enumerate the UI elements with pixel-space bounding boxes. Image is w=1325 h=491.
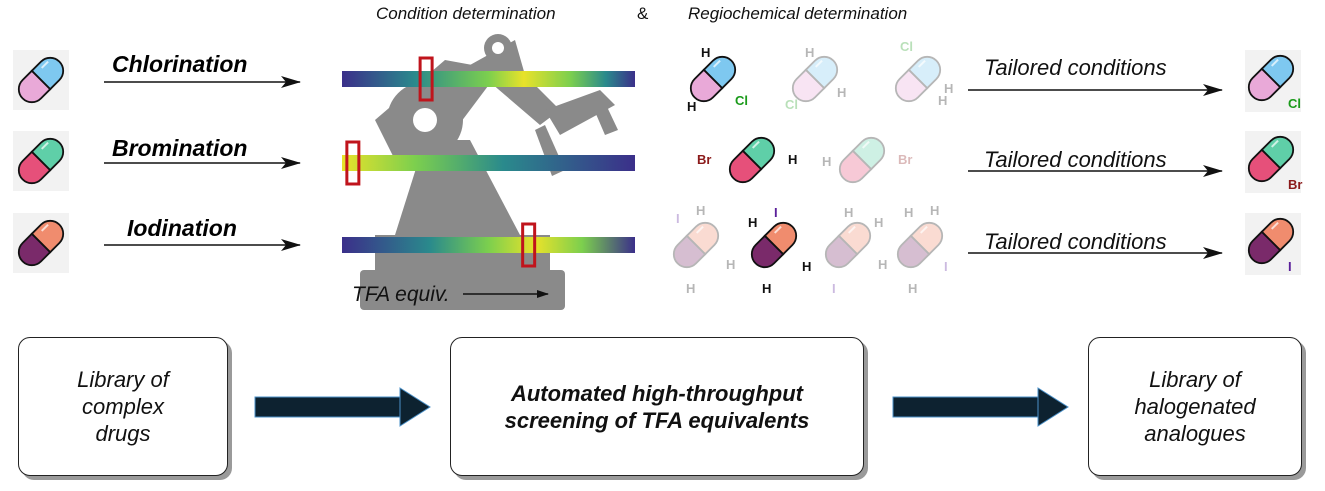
regio-capsule-chloro: [894, 55, 942, 103]
header-ampersand: &: [637, 4, 649, 23]
flow-arrow-2: [892, 387, 1069, 427]
regio-atom-label: H: [930, 203, 939, 218]
tailored-label-1: Tailored conditions: [984, 55, 1167, 80]
tailored-label-2: Tailored conditions: [984, 147, 1167, 172]
regio-capsule-iodo: [896, 221, 944, 269]
product-halogen-label: I: [1288, 259, 1292, 274]
regio-atom-label: H: [874, 215, 883, 230]
optimal-tfa-marker: [521, 222, 537, 268]
box-halogenated-text: Library of halogenated analogues: [1134, 367, 1256, 446]
box-hts-text: Automated high-throughput screening of T…: [504, 380, 810, 433]
box-complex-drugs-text: Library of complex drugs: [77, 367, 169, 446]
box-complex-drugs: Library of complex drugs: [18, 337, 228, 476]
regio-atom-label: Br: [898, 152, 912, 167]
regio-atom-label: Cl: [735, 93, 748, 108]
regio-atom-label: H: [802, 259, 811, 274]
regio-atom-label: I: [774, 205, 778, 220]
regio-atom-label: H: [726, 257, 735, 272]
tfa-gradient-bar-iodination: [342, 237, 635, 253]
regio-atom-label: H: [696, 203, 705, 218]
regio-atom-label: H: [686, 281, 695, 296]
regio-capsule-iodo: [672, 221, 720, 269]
regio-atom-label: H: [837, 85, 846, 100]
drug-capsule-icon: [17, 137, 65, 185]
regio-capsule-iodo: [824, 221, 872, 269]
tailored-label-3: Tailored conditions: [984, 229, 1167, 254]
optimal-tfa-marker: [345, 140, 361, 186]
regio-atom-label: Br: [697, 152, 711, 167]
product-capsule-icon: [1247, 217, 1295, 265]
regio-atom-label: I: [944, 259, 948, 274]
regio-capsule-bromo: [838, 136, 886, 184]
regio-atom-label: H: [938, 93, 947, 108]
box-hts-screening: Automated high-throughput screening of T…: [450, 337, 864, 476]
regio-capsule-chloro: [791, 55, 839, 103]
regio-atom-label: Cl: [785, 97, 798, 112]
product-capsule-icon: [1247, 54, 1295, 102]
regio-atom-label: Cl: [900, 39, 913, 54]
header-condition: Condition determination: [376, 4, 556, 23]
label-chlorination: Chlorination: [112, 51, 248, 77]
regio-atom-label: I: [832, 281, 836, 296]
box-halogenated-analogues: Library of halogenated analogues: [1088, 337, 1302, 476]
regio-atom-label: H: [944, 81, 953, 96]
regio-atom-label: H: [822, 154, 831, 169]
product-halogen-label: Br: [1288, 177, 1302, 192]
regio-atom-label: H: [878, 257, 887, 272]
product-halogen-label: Cl: [1288, 96, 1301, 111]
regio-atom-label: H: [805, 45, 814, 60]
regio-atom-label: H: [762, 281, 771, 296]
tfa-gradient-bar-bromination: [342, 155, 635, 171]
optimal-tfa-marker: [418, 56, 434, 102]
regio-atom-label: H: [687, 99, 696, 114]
regio-atom-label: H: [788, 152, 797, 167]
header-regio: Regiochemical determination: [688, 4, 908, 23]
regio-capsule-chloro: [689, 55, 737, 103]
regio-atom-label: H: [701, 45, 710, 60]
regio-capsule-bromo: [728, 136, 776, 184]
drug-capsule-icon: [17, 56, 65, 104]
regio-atom-label: H: [904, 205, 913, 220]
regio-capsule-iodo: [750, 221, 798, 269]
regio-atom-label: I: [676, 211, 680, 226]
regio-atom-label: H: [748, 215, 757, 230]
label-bromination: Bromination: [112, 135, 248, 161]
drug-capsule-icon: [17, 219, 65, 267]
product-capsule-icon: [1247, 135, 1295, 183]
flow-arrow-1: [254, 387, 431, 427]
tfa-axis-label: TFA equiv.: [352, 283, 450, 306]
label-iodination: Iodination: [127, 215, 237, 241]
regio-atom-label: H: [844, 205, 853, 220]
regio-atom-label: H: [908, 281, 917, 296]
tfa-gradient-bar-chlorination: [342, 71, 635, 87]
